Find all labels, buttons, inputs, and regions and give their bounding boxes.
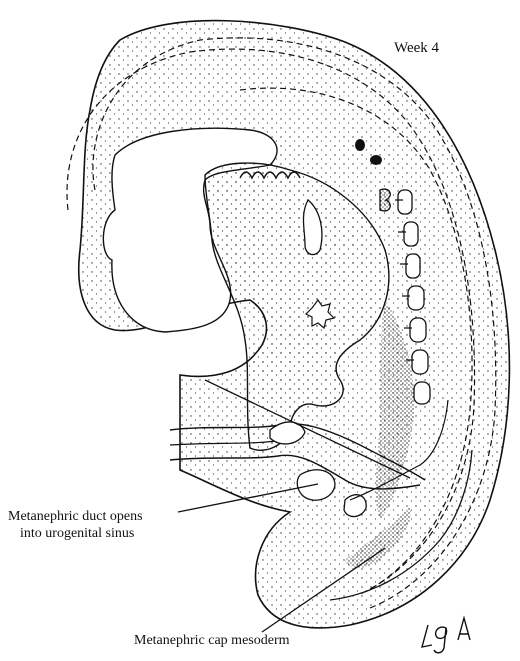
artist-signature: [422, 618, 470, 653]
duct-label-line2: into urogenital sinus: [20, 525, 134, 542]
duct-label-line1: Metanephric duct opens: [8, 508, 143, 525]
week-label: Week 4: [394, 40, 439, 57]
cap-mesoderm-label: Metanephric cap mesoderm: [134, 632, 290, 649]
